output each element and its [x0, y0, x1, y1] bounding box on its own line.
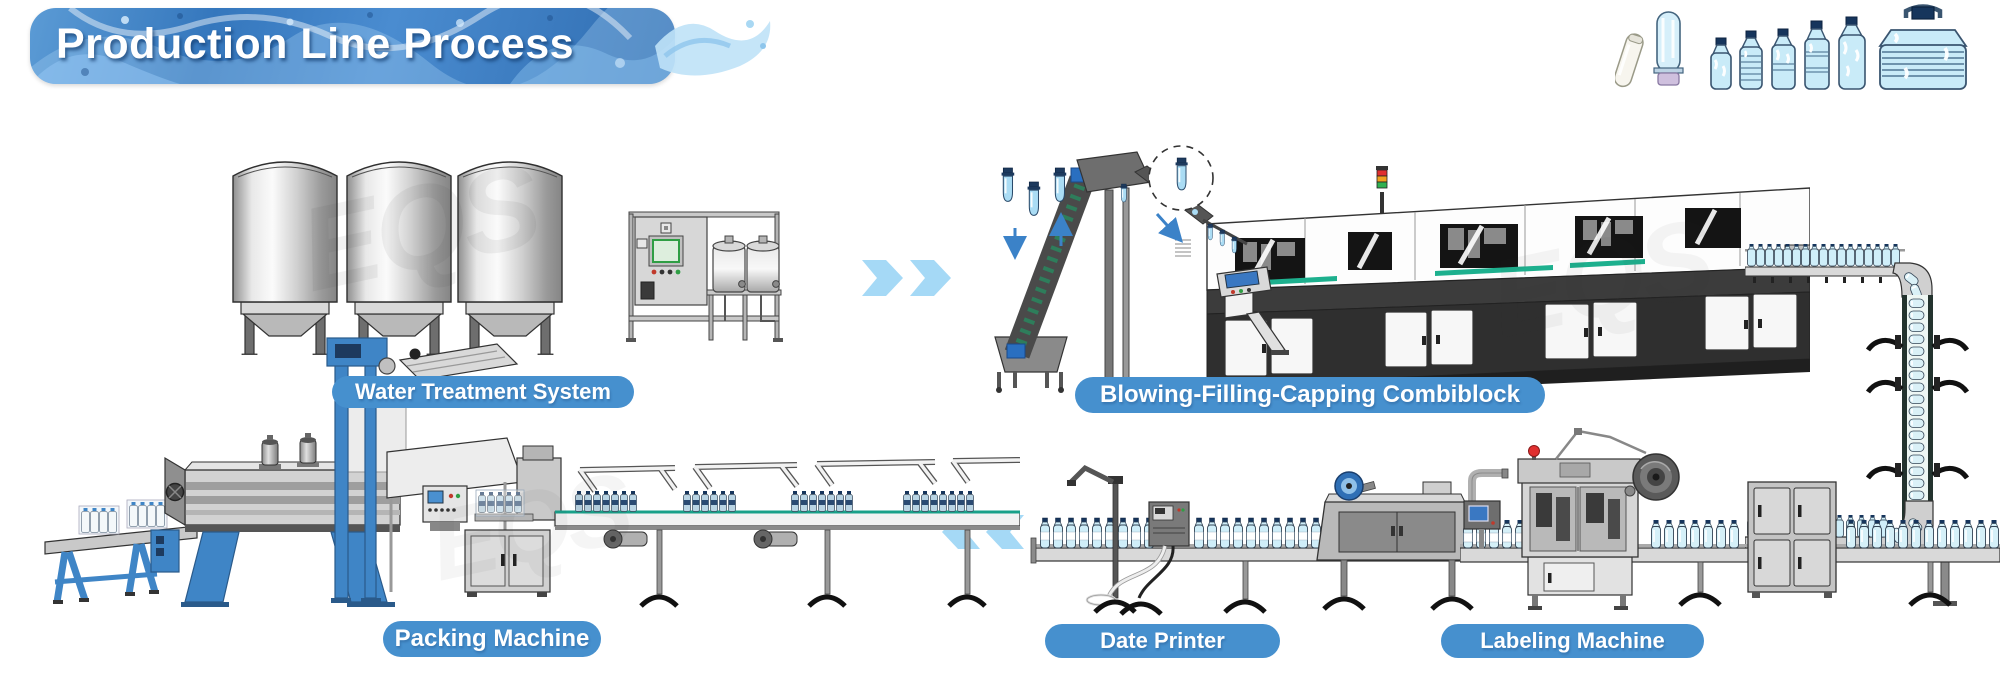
machine-window [1440, 224, 1518, 268]
control-console [1216, 266, 1289, 355]
shrink-pack [126, 499, 168, 529]
labeling-machine-illustration [1460, 428, 2000, 610]
stage-label-water-treatment: Water Treatment System [332, 376, 634, 408]
tunnel-motor [297, 433, 319, 467]
bottle-size-lineup [1615, 4, 1968, 90]
cip-unit [626, 211, 783, 342]
bottle-group [791, 490, 853, 512]
packing-machine-illustration [44, 337, 1020, 622]
packer-cabinet [464, 529, 551, 597]
water-splash-art [30, 8, 675, 84]
film-reel [1632, 453, 1680, 501]
machine-window [1575, 216, 1643, 258]
stage-label-combiblock: Blowing-Filling-Capping Combiblock [1075, 377, 1545, 413]
bottle-contour-icon [1804, 20, 1830, 90]
bottle-large-icon [1838, 16, 1866, 90]
bottle-group [903, 490, 974, 512]
cip-mini-tank [712, 235, 746, 293]
page-title: Production Line Process [56, 20, 575, 68]
conveyor-stand [1680, 561, 1950, 605]
storage-tank [346, 161, 452, 355]
film-reel-blue [1334, 471, 1376, 501]
date-printer-illustration [1030, 464, 1480, 625]
cip-mini-tank [746, 235, 780, 293]
bottle-group [575, 490, 637, 512]
pack-discharge-conveyor [44, 499, 198, 604]
stage-label-date-printer: Date Printer [1045, 624, 1280, 658]
lane-divider [577, 457, 1020, 493]
drive-motor [753, 529, 798, 549]
header-banner: Production Line Process [30, 8, 675, 84]
drive-motor [603, 529, 648, 549]
flow-arrow-forward [862, 260, 951, 296]
bottle-row-exit [1747, 243, 1900, 267]
chevron-right-icon [862, 260, 903, 296]
film-tray [378, 343, 519, 381]
bottle-group [683, 490, 736, 512]
stage-label-packing-machine: Packing Machine [383, 621, 601, 657]
dashed-preform-callout [1148, 145, 1214, 243]
shrink-pack [78, 505, 120, 535]
film-wrap-station [474, 445, 562, 522]
conveyor-leg [641, 529, 985, 606]
cabinet-doors [1224, 293, 1798, 377]
tunnel-motor [259, 435, 281, 469]
splash-spill-right-icon [655, 20, 771, 76]
bottle-medium-icon [1771, 28, 1796, 90]
combiblock-body [1206, 187, 1810, 395]
printer-stand [1067, 464, 1175, 614]
stage-label-labeling-machine: Labeling Machine [1441, 624, 1704, 658]
chevron-right-icon [910, 260, 951, 296]
water-treatment-illustration [232, 161, 783, 355]
bottle-ribbed-icon [1739, 30, 1763, 90]
bottle-group-filmed [475, 489, 525, 517]
preform-upright-icon [1653, 11, 1684, 86]
shrink-sleeve-tunnel [1316, 471, 1473, 609]
four-door-cabinet [1747, 481, 1837, 598]
bottle-small-icon [1710, 37, 1732, 90]
machine-window [1685, 208, 1741, 248]
storage-tank [457, 161, 563, 355]
beacon-light-icon [1528, 445, 1540, 460]
jug-5l-icon [1878, 4, 1968, 90]
infeed-conveyor [554, 457, 1020, 606]
combiblock-illustration [994, 145, 1810, 395]
preforms-infeed [1000, 167, 1073, 260]
conveyor-stand [1225, 560, 1265, 612]
preform-lying-icon [1615, 33, 1644, 88]
inkjet-printer [1148, 501, 1190, 547]
film-feed-tower [326, 337, 519, 603]
machine-window [1348, 232, 1392, 270]
sleeve-labeler [1517, 428, 1680, 610]
signal-tower-icon [1376, 166, 1388, 214]
labeler-control-box [1463, 468, 1509, 549]
storage-tank [232, 161, 338, 355]
